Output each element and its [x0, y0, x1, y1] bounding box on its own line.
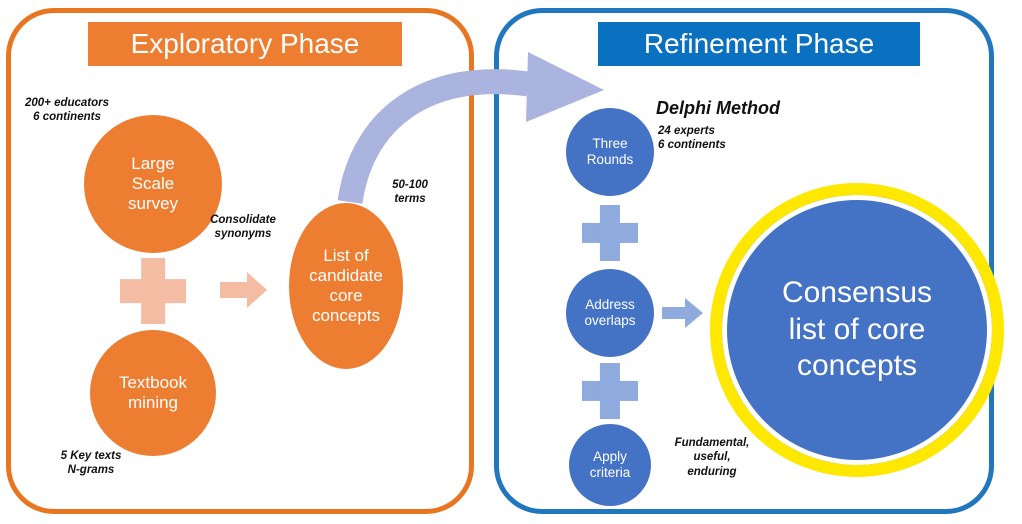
large-scale-survey-circle: Large Scale survey: [84, 115, 222, 253]
consolidate-synonyms-label: Consolidate synonyms: [210, 214, 276, 241]
textbook-mining-circle: Textbook mining: [90, 330, 216, 456]
delphi-method-title: Delphi Method: [656, 98, 780, 118]
exploratory-phase-panel: [6, 8, 474, 514]
address-overlaps-circle: Address overlaps: [566, 269, 654, 357]
candidate-concepts-ellipse: List of candidate core concepts: [289, 203, 403, 369]
right-arrow-icon: [220, 272, 267, 308]
plus-icon: [120, 258, 186, 324]
mining-annotation: 5 Key texts N-grams: [60, 450, 122, 477]
apply-criteria-circle: Apply criteria: [569, 424, 651, 506]
plus-icon: [582, 363, 638, 419]
right-arrow-icon: [662, 298, 703, 328]
terms-annotation: 50-100 terms: [392, 179, 428, 206]
survey-annotation: 200+ educators 6 continents: [24, 97, 110, 124]
criteria-annotation: Fundamental, useful, enduring: [674, 437, 750, 478]
plus-icon: [582, 205, 638, 261]
exploratory-phase-title: Exploratory Phase: [88, 22, 402, 66]
refinement-phase-title: Refinement Phase: [598, 22, 920, 66]
three-rounds-circle: Three Rounds: [566, 108, 654, 196]
delphi-method-annotation: 24 experts 6 continents: [658, 125, 726, 152]
consensus-list-circle: Consensus list of core concepts: [710, 183, 1004, 477]
